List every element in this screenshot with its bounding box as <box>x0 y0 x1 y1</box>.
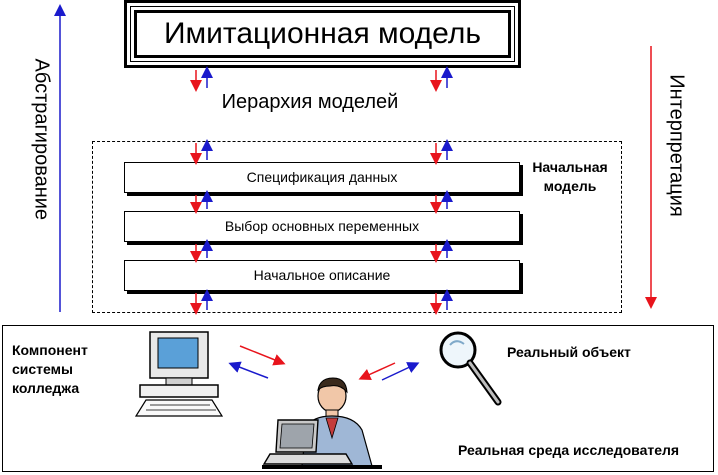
stage-variable-selection: Выбор основных переменных <box>124 211 520 242</box>
magnifier-icon <box>439 331 502 406</box>
initial-model-line2: модель <box>543 178 597 194</box>
component-line2: системы <box>12 361 73 377</box>
research-environment-label: Реальная среда исследователя <box>458 442 680 458</box>
stage-data-specification: Спецификация данных <box>124 162 520 193</box>
model-hierarchy-label: Иерархия моделей <box>221 91 399 113</box>
component-line3: колледжа <box>12 380 80 396</box>
college-component-label: Компонент системы колледжа <box>12 341 88 398</box>
real-object-label: Реальный объект <box>507 344 631 360</box>
vertical-arrow-pairs <box>190 66 453 315</box>
research-environment-box <box>2 325 714 472</box>
initial-model-frame <box>92 141 622 313</box>
simulation-model-box: Имитационная модель <box>124 0 521 68</box>
person-at-laptop-icon <box>262 377 382 469</box>
component-line1: Компонент <box>12 342 88 358</box>
simulation-model-title: Имитационная модель <box>163 17 482 50</box>
initial-model-label: Начальная модель <box>520 158 620 196</box>
stage-initial-description: Начальное описание <box>124 260 520 291</box>
diagonal-arrows <box>228 345 420 381</box>
initial-model-line1: Начальная <box>532 159 608 175</box>
computer-icon <box>134 331 224 417</box>
